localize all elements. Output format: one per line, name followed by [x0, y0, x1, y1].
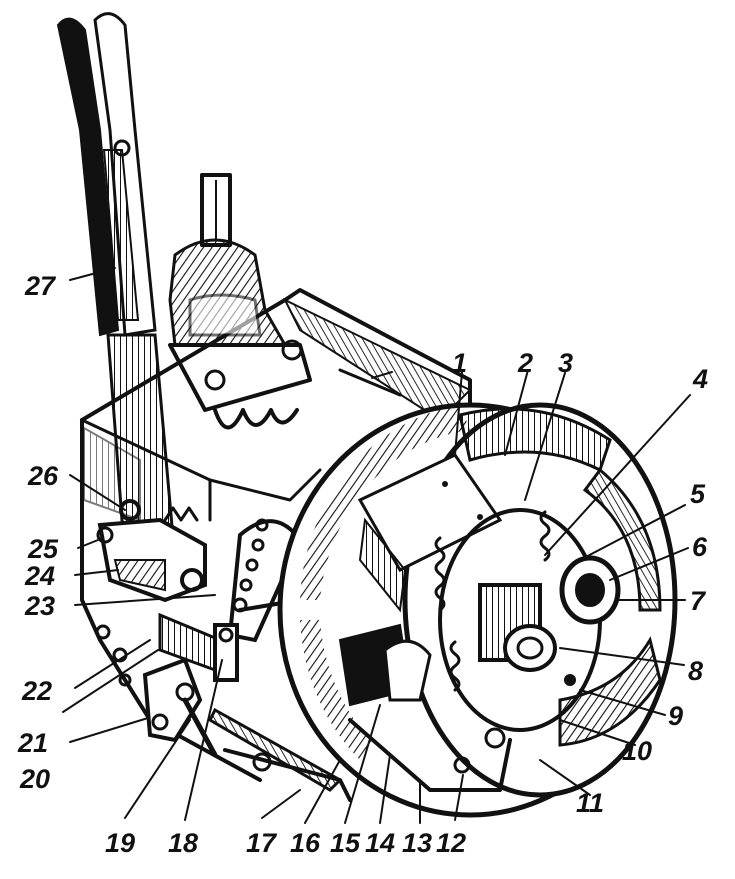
label-1: 1 — [452, 348, 467, 378]
label-3: 3 — [558, 348, 573, 378]
clutch-housing — [277, 402, 678, 818]
label-21: 21 — [17, 728, 48, 758]
label-9: 9 — [668, 701, 683, 731]
label-13: 13 — [402, 828, 432, 858]
label-26: 26 — [27, 461, 59, 491]
label-5: 5 — [690, 479, 706, 509]
label-7: 7 — [690, 586, 707, 616]
label-8: 8 — [688, 656, 703, 686]
label-14: 14 — [365, 828, 395, 858]
input-shaft-end — [503, 624, 557, 672]
label-2: 2 — [517, 348, 533, 378]
label-17: 17 — [246, 828, 278, 858]
label-24: 24 — [24, 561, 55, 591]
label-27: 27 — [24, 271, 57, 301]
label-12: 12 — [436, 828, 466, 858]
label-10: 10 — [622, 736, 652, 766]
label-4: 4 — [692, 364, 708, 394]
label-15: 15 — [330, 828, 361, 858]
shift-boot — [168, 173, 312, 430]
brake-linkage — [96, 499, 352, 802]
gearbox-housing — [80, 288, 472, 782]
label-20: 20 — [19, 764, 50, 794]
label-16: 16 — [290, 828, 321, 858]
leader-lines — [62, 267, 691, 824]
label-6: 6 — [692, 532, 708, 562]
label-23: 23 — [24, 591, 55, 621]
label-25: 25 — [27, 534, 59, 564]
label-19: 19 — [105, 828, 135, 858]
label-18: 18 — [168, 828, 198, 858]
clutch-internals — [338, 481, 621, 792]
label-11: 11 — [576, 788, 604, 818]
label-22: 22 — [21, 676, 52, 706]
callout-labels: 1 2 3 4 5 6 7 8 9 10 11 12 13 14 15 16 1… — [17, 271, 708, 858]
